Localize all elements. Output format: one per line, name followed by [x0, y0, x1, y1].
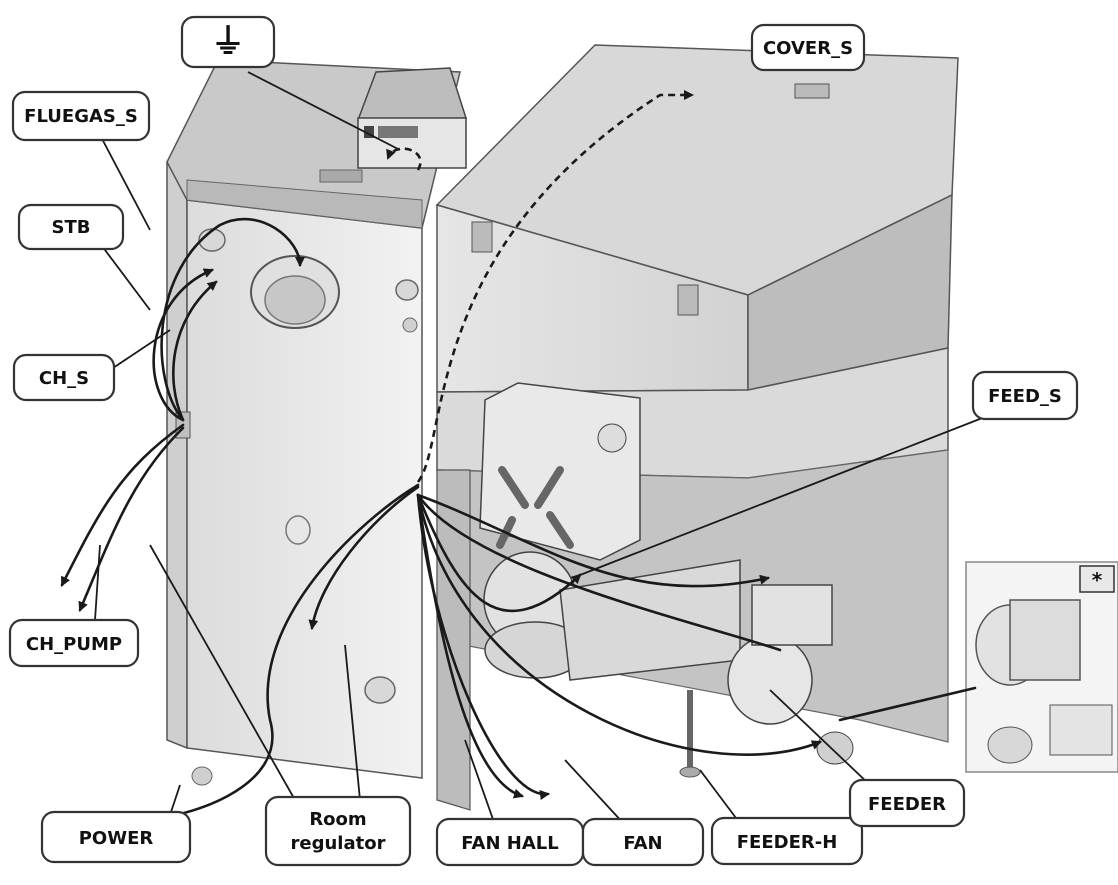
ground-leader — [247, 71, 401, 151]
boiler-body — [166, 59, 468, 786]
power-box — [40, 810, 192, 864]
cover-s-label: COVER_S — [763, 38, 853, 59]
feeder-label: FEEDER — [868, 794, 946, 815]
ch-pump-wire-b — [78, 426, 185, 612]
fan-label: FAN — [623, 833, 662, 854]
cover-s-box — [750, 23, 866, 72]
ch-s-box — [12, 353, 116, 402]
inset-pointer — [838, 686, 977, 722]
power-label: POWER — [79, 828, 154, 849]
fluegas-leader — [99, 134, 151, 231]
wiring — [60, 71, 991, 831]
room-regulator-leader-a — [149, 544, 296, 801]
feeder-box — [848, 778, 966, 828]
ch-pump-label: CH_PUMP — [26, 634, 122, 655]
stb-wire — [152, 268, 214, 422]
feeder-wire — [416, 493, 782, 652]
room-regulator-label-line1: Room — [309, 809, 366, 830]
ground-wire — [386, 147, 422, 171]
room-regulator-label-line2: regulator — [291, 833, 386, 854]
ch-sensor-wire — [172, 280, 218, 422]
burner-assembly — [479, 382, 854, 778]
fluegas-wire — [160, 217, 305, 422]
room-regulator-box — [264, 795, 412, 867]
feed-s-leader — [579, 414, 991, 576]
callout-labels: ⏚ COVER_S FLUEGAS_S STB CH_S FEED_S CH_P… — [8, 15, 1079, 867]
ground-label-box — [180, 15, 276, 69]
stb-label: STB — [52, 217, 91, 238]
ch-pump-box — [8, 618, 140, 668]
ch-s-label: CH_S — [39, 368, 89, 389]
feeder-detail-inset: * — [965, 561, 1118, 773]
inset-marker: * — [1092, 568, 1103, 592]
feeder-h-label: FEEDER-H — [737, 832, 838, 853]
cover-sensor-wire — [416, 90, 694, 483]
feeder-h-box — [710, 816, 864, 866]
ch-pump-leader — [94, 544, 101, 621]
room-regulator-wire — [308, 485, 420, 630]
feeder-hall-wire — [416, 493, 822, 756]
fan-wire-b — [416, 493, 550, 800]
fan-hall-label: FAN HALL — [461, 833, 558, 854]
fan-hall-leader — [464, 739, 496, 826]
feeder-leader — [769, 689, 871, 786]
fluegas-s-box — [11, 90, 151, 142]
ch-sensor-leader — [109, 329, 171, 371]
fan-wire — [416, 493, 582, 613]
fan-box — [581, 817, 705, 867]
fluegas-s-label: FLUEGAS_S — [24, 106, 138, 127]
feed-sensor-wire — [416, 493, 770, 588]
feed-s-box — [971, 370, 1079, 421]
ground-icon: ⏚ — [211, 22, 245, 62]
power-wire — [136, 483, 420, 825]
stb-box — [17, 203, 125, 251]
ch-pump-wire-a — [60, 423, 185, 587]
fan-leader — [564, 759, 626, 826]
room-regulator-leader-b — [344, 644, 361, 801]
power-leader — [169, 784, 181, 816]
feed-s-label: FEED_S — [988, 386, 1062, 407]
